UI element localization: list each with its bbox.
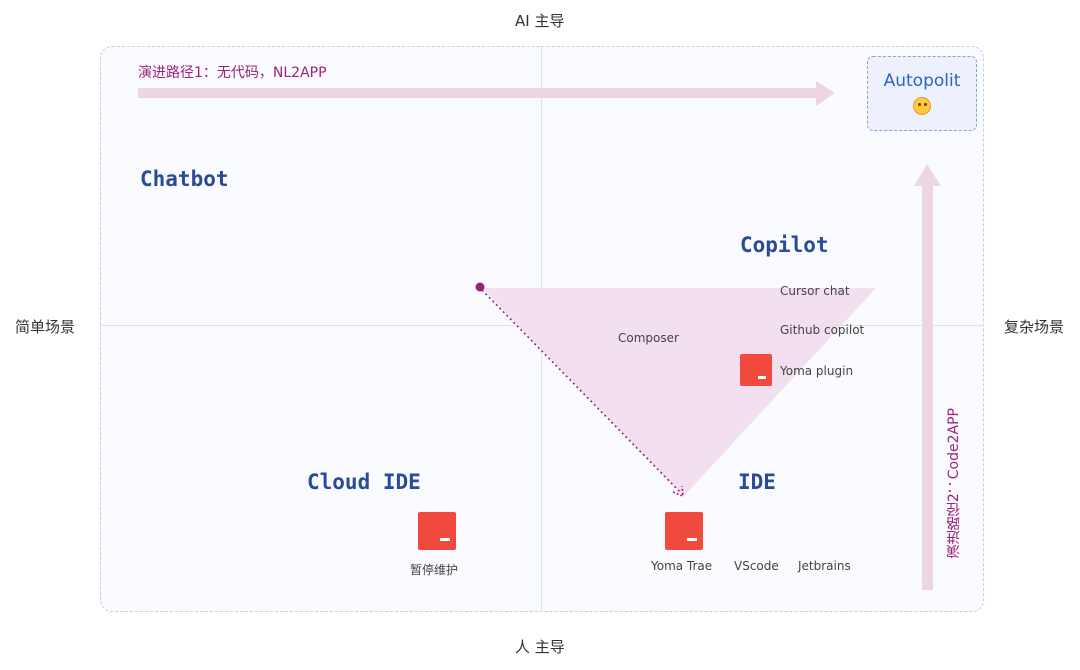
yoma-trae-logo-icon xyxy=(665,512,703,550)
copilot-item-github-copilot: Github copilot xyxy=(780,323,865,337)
path2-label: 演进路径2：Code2APP xyxy=(946,408,962,559)
ide-title: IDE xyxy=(738,470,776,494)
cloud-ide-item-label: 暂停维护 xyxy=(410,563,459,577)
axis-label-bottom: 人 主导 xyxy=(515,638,565,656)
cloud-ide-title: Cloud IDE xyxy=(307,470,421,494)
ide-item-jetbrains: Jetbrains xyxy=(798,559,851,573)
chatbot-title: Chatbot xyxy=(140,167,229,191)
path1-arrow-shaft xyxy=(138,88,818,98)
path2-arrow-head xyxy=(914,164,941,186)
thinking-face-icon xyxy=(913,97,931,115)
path1-label: 演进路径1：无代码，NL2APP xyxy=(138,65,327,81)
axis-label-top: AI 主导 xyxy=(515,12,565,30)
yoma-plugin-logo-icon xyxy=(740,354,772,386)
path1-arrow-head xyxy=(816,81,835,106)
cloud-ide-logo-icon xyxy=(418,512,456,550)
copilot-title: Copilot xyxy=(740,233,829,257)
ide-item-vscode: VScode xyxy=(734,559,779,573)
copilot-item-yoma-plugin: Yoma plugin xyxy=(780,364,854,378)
autopilot-title: Autopolit xyxy=(883,71,961,91)
composer-label: Composer xyxy=(618,331,679,345)
dotted-arrow-start-dot xyxy=(475,282,485,292)
axis-label-right: 复杂场景 xyxy=(1004,318,1065,336)
axis-label-left: 简单场景 xyxy=(15,318,76,336)
dotted-arrow-line xyxy=(481,289,682,494)
ide-item-yoma-trae: Yoma Trae xyxy=(651,559,713,573)
dotted-arrow-head xyxy=(672,485,684,498)
path2-arrow-shaft xyxy=(922,182,933,590)
copilot-triangle xyxy=(482,288,876,496)
autopilot-box: Autopolit xyxy=(867,56,977,131)
copilot-item-cursor-chat: Cursor chat xyxy=(780,284,850,298)
